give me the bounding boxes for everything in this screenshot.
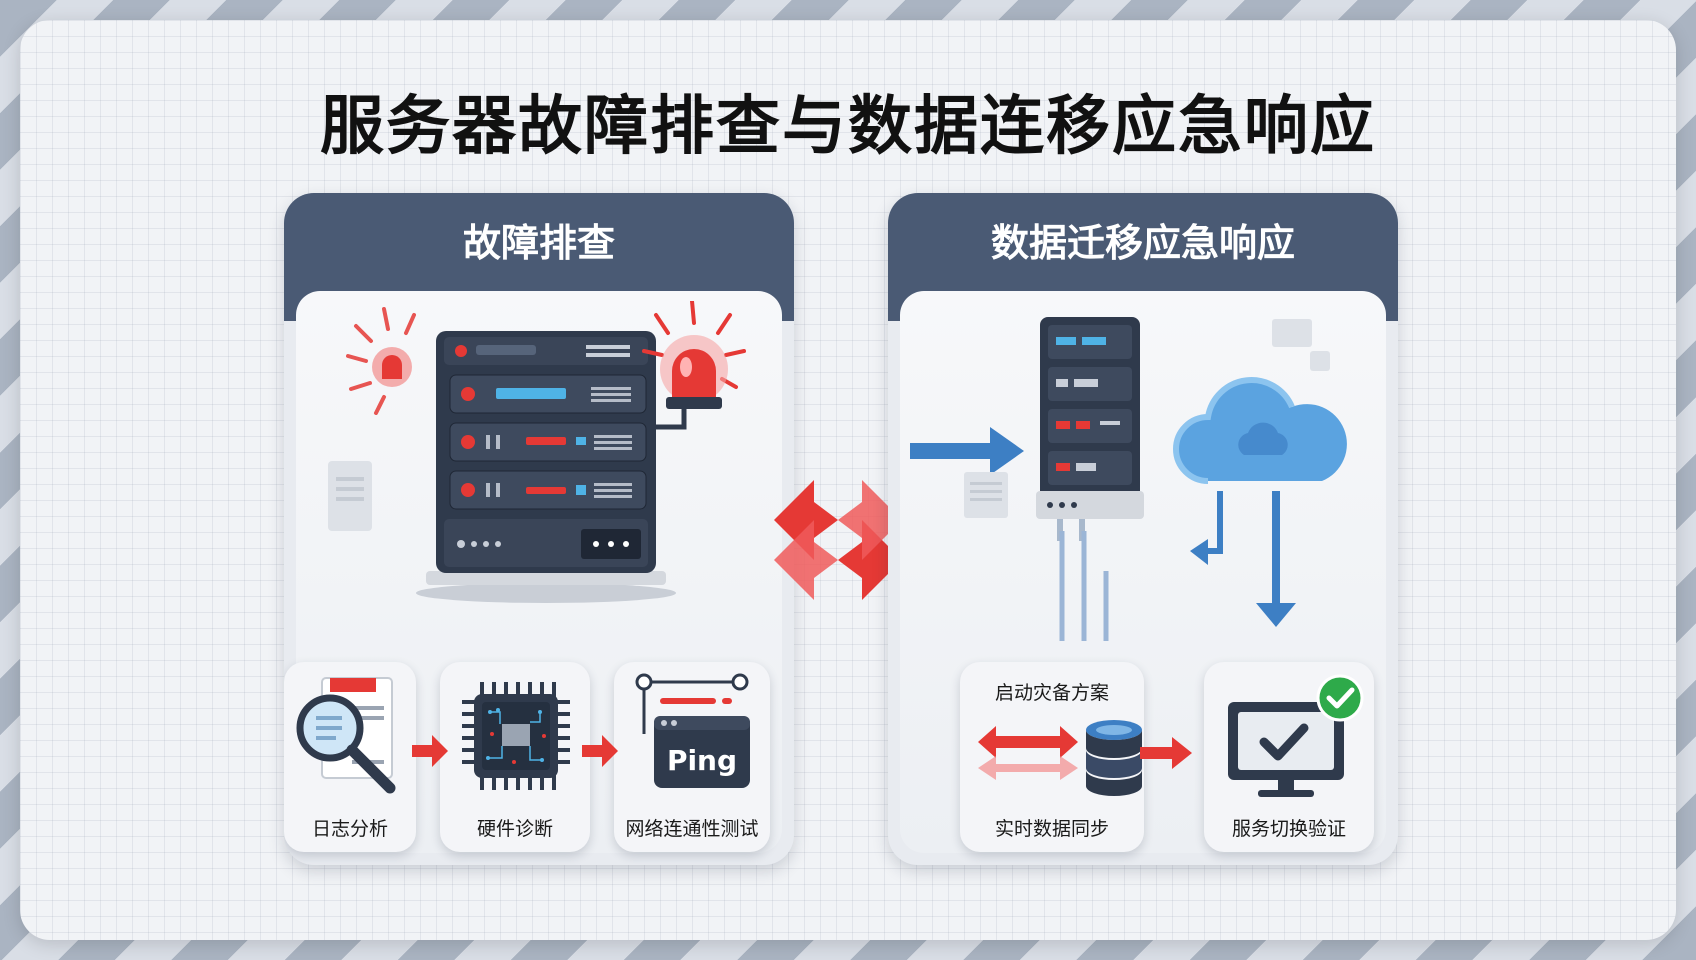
download-arrows-icon (1190, 491, 1296, 627)
incoming-arrow-icon (910, 427, 1024, 475)
step-card-hardware-diagnosis: 硬件诊断 (440, 662, 590, 852)
step-card-service-switch: 服务切换验证 (1204, 662, 1374, 852)
step-label-service-switch: 服务切换验证 (1231, 818, 1346, 840)
migration-panel: 数据迁移应急响应 (888, 193, 1398, 865)
step-card-disaster-recovery: 启动灾备方案 实时数据同步 (960, 662, 1144, 852)
database-icon (1086, 720, 1142, 796)
faulty-server-rack-icon (346, 301, 746, 603)
cloud-icon (1173, 377, 1347, 484)
step-card-network-test: Ping 网络连通性测试 (614, 662, 770, 852)
step-card-log-analysis: 日志分析 (284, 662, 416, 852)
step-arrow-icon (1140, 737, 1192, 769)
bidirectional-arrows-icon (774, 480, 902, 600)
sync-arrows-icon (978, 726, 1078, 780)
chip-icon (462, 682, 570, 790)
monitor-check-icon (1228, 674, 1364, 797)
step-label-log-analysis: 日志分析 (311, 818, 388, 840)
ping-badge-text: Ping (667, 744, 737, 777)
document-watermark-icon (964, 472, 1008, 518)
magnifier-document-icon (296, 677, 396, 794)
step-arrow-icon (412, 735, 448, 767)
step-label-disaster-recovery: 启动灾备方案 (994, 682, 1109, 704)
data-flow-lines (1059, 531, 1109, 641)
infographic-board: 服务器故障排查与数据连移应急响应 故障排查 (20, 20, 1676, 940)
server-tower-icon (1036, 317, 1144, 541)
step-label-realtime-sync: 实时数据同步 (994, 818, 1109, 840)
step-arrow-icon (582, 735, 618, 767)
step-label-hardware-diagnosis: 硬件诊断 (476, 818, 553, 840)
page-title: 服务器故障排查与数据连移应急响应 (320, 90, 1376, 164)
document-watermark-icon (1272, 319, 1330, 371)
ping-terminal-icon: Ping (635, 673, 750, 788)
troubleshooting-panel: 故障排查 (284, 193, 794, 865)
step-label-network-test: 网络连通性测试 (625, 818, 759, 840)
document-watermark-icon (328, 461, 372, 531)
